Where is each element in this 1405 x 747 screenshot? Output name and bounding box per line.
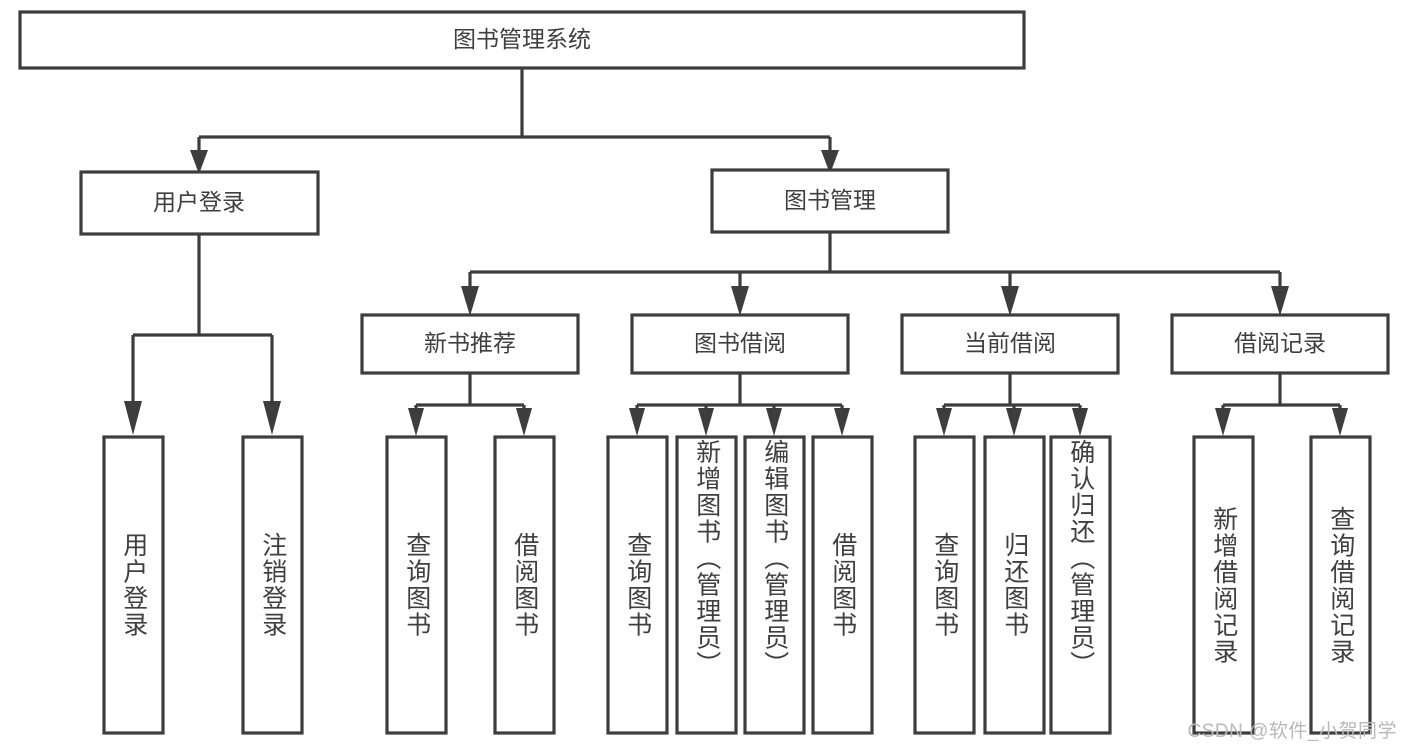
node-book-management-label: 图书管理 [784, 187, 876, 213]
arrowhead-leaf-user-logout [263, 401, 281, 435]
arrowhead-leaf-confirm-return [1072, 408, 1088, 436]
arrowhead-leaf-borrow-book-1 [516, 408, 532, 436]
node-leaf-user-logout-box[interactable] [241, 435, 304, 735]
node-borrow-record-label: 借阅记录 [1234, 330, 1326, 356]
node-leaf-borrow-book-1-box[interactable] [493, 435, 556, 735]
node-leaf-query-borrow-record-box[interactable] [1309, 435, 1372, 735]
node-leaf-query-book-2-box[interactable] [606, 435, 669, 735]
arrowhead-leaf-add-book [698, 408, 714, 436]
node-book-management-box[interactable] [710, 168, 950, 234]
arrowhead-leaf-add-borrow-record [1215, 408, 1231, 436]
node-leaf-return-book-box[interactable] [983, 435, 1046, 735]
arrowhead-new-book-recommend [461, 286, 479, 316]
arrowhead-book-borrow [731, 286, 749, 316]
node-leaf-add-borrow-record-box[interactable] [1192, 435, 1255, 735]
arrowhead-user-login [190, 150, 208, 174]
node-new-book-recommend-label: 新书推荐 [424, 330, 516, 356]
arrowhead-leaf-query-book-1 [408, 408, 424, 436]
arrowhead-book-management [821, 150, 839, 174]
node-current-borrow-label: 当前借阅 [964, 330, 1056, 356]
node-book-borrow-label: 图书借阅 [694, 330, 786, 356]
node-leaf-query-book-3-box[interactable] [913, 435, 976, 735]
node-leaf-borrow-book-2-box[interactable] [811, 435, 874, 735]
node-book-borrow-box[interactable] [630, 313, 850, 375]
node-leaf-user-login-box[interactable] [102, 435, 165, 735]
arrowhead-leaf-query-book-2 [629, 408, 645, 436]
arrowhead-borrow-record [1271, 286, 1289, 316]
node-layer: 图书管理系统 用户登录 图书管理 新书推荐 图书借阅 当前借阅 借阅记录 [18, 10, 1390, 735]
node-leaf-edit-book-box[interactable] [743, 435, 806, 735]
connector-layer [124, 68, 1348, 436]
csdn-watermark: CSDN @软件_小贺同学 [1187, 721, 1397, 742]
arrowhead-leaf-edit-book [766, 408, 782, 436]
arrowhead-leaf-borrow-book-2 [834, 408, 850, 436]
node-leaf-query-book-1-box[interactable] [385, 435, 448, 735]
arrowhead-leaf-query-borrow-record [1332, 408, 1348, 436]
arrowhead-leaf-return-book [1006, 408, 1022, 436]
node-root-label: 图书管理系统 [453, 26, 591, 52]
node-user-login-label: 用户登录 [153, 189, 245, 215]
node-leaf-confirm-return-box[interactable] [1049, 435, 1112, 735]
node-borrow-record-box[interactable] [1170, 313, 1390, 375]
arrowhead-current-borrow [1001, 286, 1019, 316]
node-new-book-recommend-box[interactable] [360, 313, 580, 375]
arrowhead-leaf-user-login [124, 401, 142, 435]
node-leaf-add-book-box[interactable] [675, 435, 738, 735]
node-root-box[interactable] [18, 10, 1026, 70]
arrowhead-leaf-query-book-3 [936, 408, 952, 436]
node-user-login-box[interactable] [79, 170, 320, 236]
node-current-borrow-box[interactable] [900, 313, 1120, 375]
